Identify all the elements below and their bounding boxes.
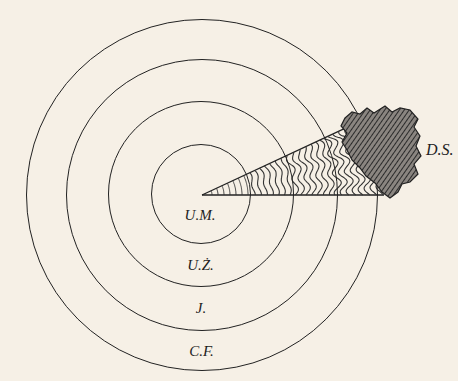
wave-line <box>244 176 248 195</box>
zone-label: U.Ż. <box>187 257 214 272</box>
wave-line <box>264 166 273 195</box>
wave-line <box>311 144 322 195</box>
wave-line <box>217 188 219 195</box>
wave-line <box>323 138 341 195</box>
region-blob: D.S. <box>336 102 424 202</box>
wave-line <box>315 142 328 195</box>
wave-line <box>222 186 224 195</box>
wave-line <box>259 168 267 195</box>
wave-line <box>211 191 213 195</box>
wave-line <box>238 178 242 195</box>
wave-line <box>275 161 285 195</box>
zone-circle: J. U.Ż. U.M. <box>66 59 338 331</box>
zone-label: U.M. <box>185 208 216 223</box>
wave-line <box>250 173 256 195</box>
region-label: D.S. <box>426 142 454 158</box>
zone-circle: C.F. J. U.Ż. U.M. <box>26 19 378 371</box>
wave-line <box>287 155 299 195</box>
wave-line <box>320 140 334 195</box>
blob-shape <box>336 102 424 202</box>
zone-label: J. <box>196 301 206 316</box>
zone-label: C.F. <box>189 343 214 358</box>
wedge-edge <box>202 194 384 195</box>
wave-line <box>233 181 236 195</box>
wave-line <box>255 170 262 195</box>
zone-circle: U.Ż. U.M. <box>108 101 294 287</box>
wave-line <box>270 164 280 196</box>
wave-line <box>227 183 230 195</box>
wedge-edge <box>202 127 347 195</box>
zone-circle: U.M. <box>151 144 251 244</box>
